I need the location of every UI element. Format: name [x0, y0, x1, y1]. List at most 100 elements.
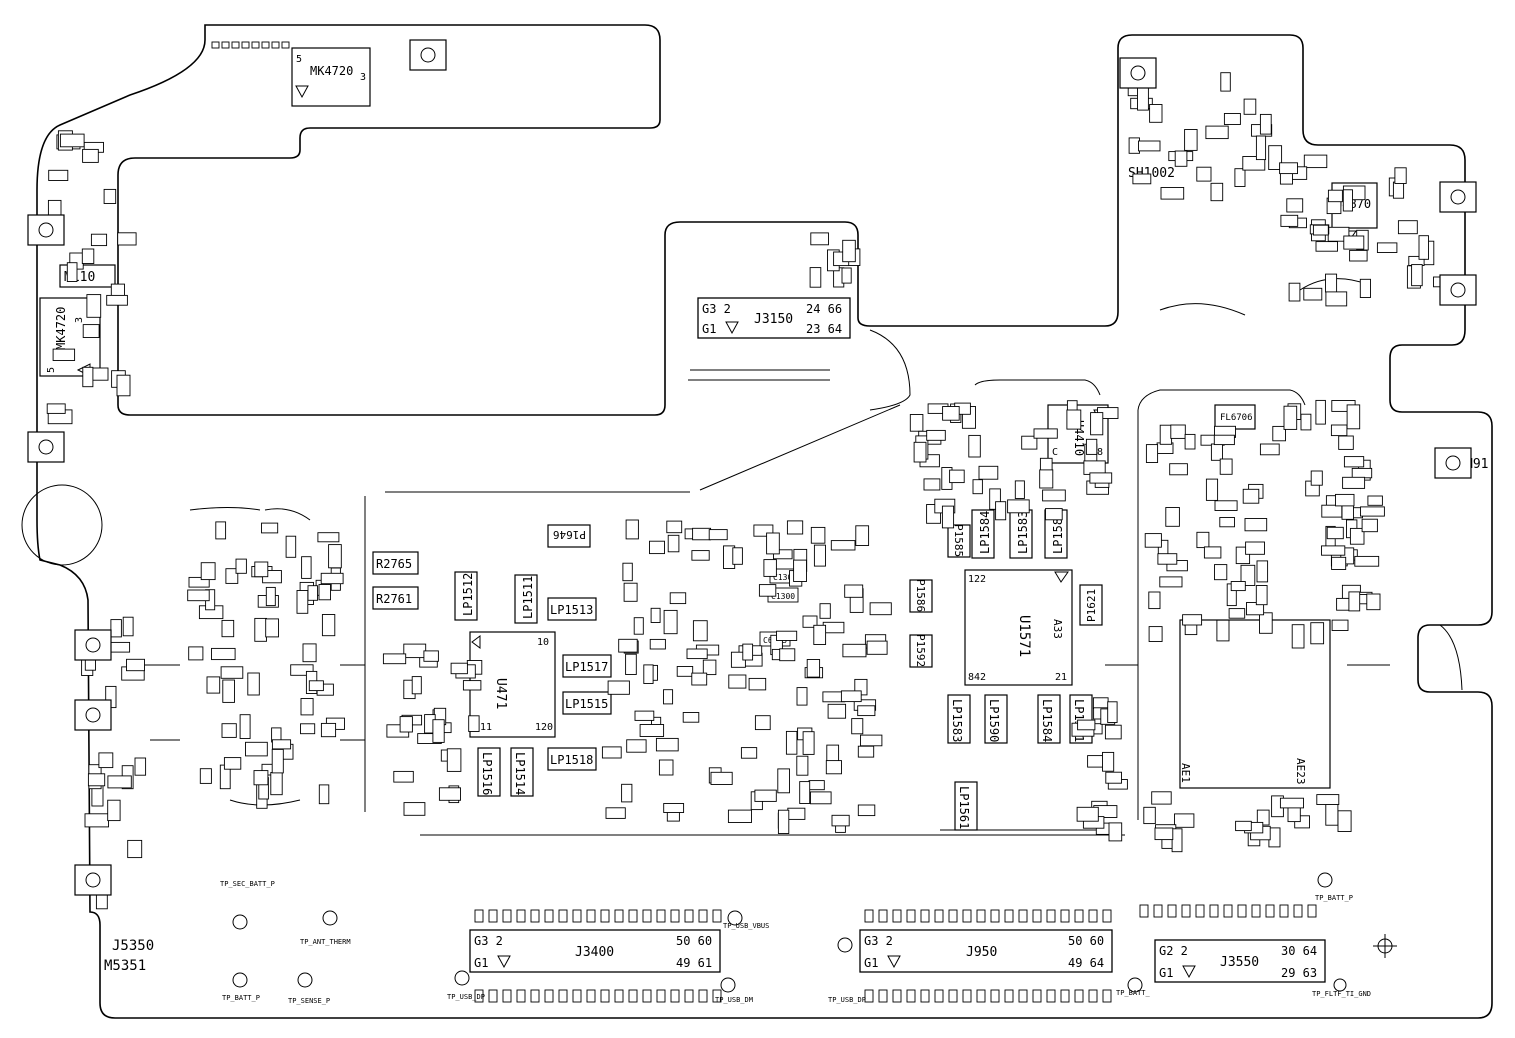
- tp-sec-batt: TP_SEC_BATT_P: [220, 880, 275, 888]
- passive-pad: [639, 724, 665, 737]
- passive-pad: [1219, 458, 1233, 475]
- passive-pad: [211, 647, 236, 661]
- passive-pad: [1316, 794, 1340, 805]
- passive-pad: [666, 520, 683, 534]
- connector-pin-bottom-left: G1: [864, 956, 878, 970]
- passive-pad: [622, 562, 633, 582]
- passive-pad: [692, 620, 708, 642]
- passive-pad: [301, 556, 312, 579]
- passive-pad: [1300, 413, 1312, 431]
- passive-pad: [1342, 476, 1366, 489]
- passive-pad: [1246, 602, 1265, 616]
- passive-pad: [909, 414, 924, 432]
- passive-pad: [948, 909, 958, 923]
- passive-pad: [1184, 433, 1196, 450]
- passive-pad: [1361, 518, 1378, 533]
- passive-pad: [643, 664, 654, 684]
- connector-pin-top-right: 50 60: [676, 934, 712, 948]
- passive-pad: [98, 752, 114, 769]
- connector-pin-top-right: 50 60: [1068, 934, 1104, 948]
- rf-connector-body: [27, 214, 65, 246]
- passive-pad: [1310, 622, 1325, 645]
- pin1-marker: [725, 321, 739, 335]
- passive-pad: [530, 909, 540, 923]
- passive-pad: [1085, 438, 1098, 455]
- passive-pad: [1411, 264, 1423, 287]
- passive-pad: [1046, 909, 1056, 923]
- passive-pad: [1042, 489, 1066, 502]
- passive-pad: [1418, 235, 1429, 260]
- passive-pad: [656, 989, 666, 1003]
- passive-pad: [117, 232, 137, 246]
- passive-pad: [1349, 527, 1365, 545]
- passive-pad: [544, 989, 554, 1003]
- passive-pad: [1223, 904, 1233, 918]
- passive-pad: [810, 232, 829, 246]
- passive-pad: [1242, 488, 1260, 504]
- passive-pad: [777, 768, 790, 794]
- passive-pad: [813, 624, 827, 645]
- passive-pad: [1153, 904, 1163, 918]
- part-lp1583-b: LP1583: [950, 699, 964, 742]
- passive-pad: [106, 294, 128, 306]
- passive-pad: [393, 770, 414, 783]
- passive-pad: [1018, 989, 1028, 1003]
- passive-pad: [1148, 591, 1161, 610]
- passive-pad: [231, 41, 240, 49]
- passive-pad: [1366, 593, 1381, 611]
- passive-pad: [1392, 181, 1405, 199]
- passive-pad: [1144, 533, 1162, 548]
- passive-pad: [906, 989, 916, 1003]
- tp-usb-dp: TP_USB_DP: [447, 993, 485, 1001]
- passive-pad: [1256, 560, 1269, 583]
- passive-pad: [251, 41, 260, 49]
- connector-pin-top-left: G3 2: [474, 934, 503, 948]
- passive-pad: [779, 648, 796, 662]
- passive-pad: [261, 522, 279, 534]
- passive-pad: [926, 429, 946, 441]
- passive-pad: [1196, 531, 1210, 549]
- passive-pad: [1360, 506, 1385, 517]
- passive-pad: [1251, 904, 1261, 918]
- passive-pad: [199, 768, 212, 784]
- passive-pad: [90, 233, 108, 247]
- passive-pad: [1312, 224, 1329, 236]
- ic-bga: AE1 AE23: [1179, 619, 1331, 789]
- passive-pad: [826, 744, 840, 763]
- passive-pad: [1174, 150, 1188, 167]
- connector-body: [697, 297, 851, 339]
- passive-pad: [634, 710, 655, 721]
- passive-pad: [1288, 282, 1301, 302]
- passive-pad: [1159, 576, 1183, 588]
- passive-pad: [732, 547, 743, 565]
- passive-pad: [281, 41, 290, 49]
- passive-pad: [1280, 214, 1299, 227]
- passive-pad: [618, 638, 638, 653]
- passive-pad: [728, 674, 747, 689]
- rf-connector: [74, 629, 112, 661]
- passive-pad: [235, 558, 247, 574]
- passive-pad: [1268, 145, 1283, 170]
- passive-pad: [66, 262, 78, 282]
- passive-pad: [842, 643, 867, 658]
- passive-pad: [1335, 493, 1355, 507]
- part-p1646: P1646: [553, 528, 586, 541]
- passive-pad: [1279, 797, 1304, 809]
- passive-pad: [1214, 564, 1228, 581]
- passive-pad: [403, 802, 426, 816]
- passive-pad: [822, 621, 845, 634]
- passive-pad: [261, 41, 270, 49]
- passive-pad: [1220, 72, 1231, 92]
- passive-pad: [223, 757, 242, 770]
- passive-pad: [1004, 909, 1014, 923]
- passive-pad: [878, 909, 888, 923]
- passive-pad: [221, 619, 235, 638]
- passive-pad: [796, 687, 808, 706]
- passive-pad: [1346, 404, 1361, 430]
- passive-pad: [962, 909, 972, 923]
- passive-pad: [642, 989, 652, 1003]
- passive-pad: [1102, 751, 1115, 772]
- rf-connector: [1439, 181, 1477, 213]
